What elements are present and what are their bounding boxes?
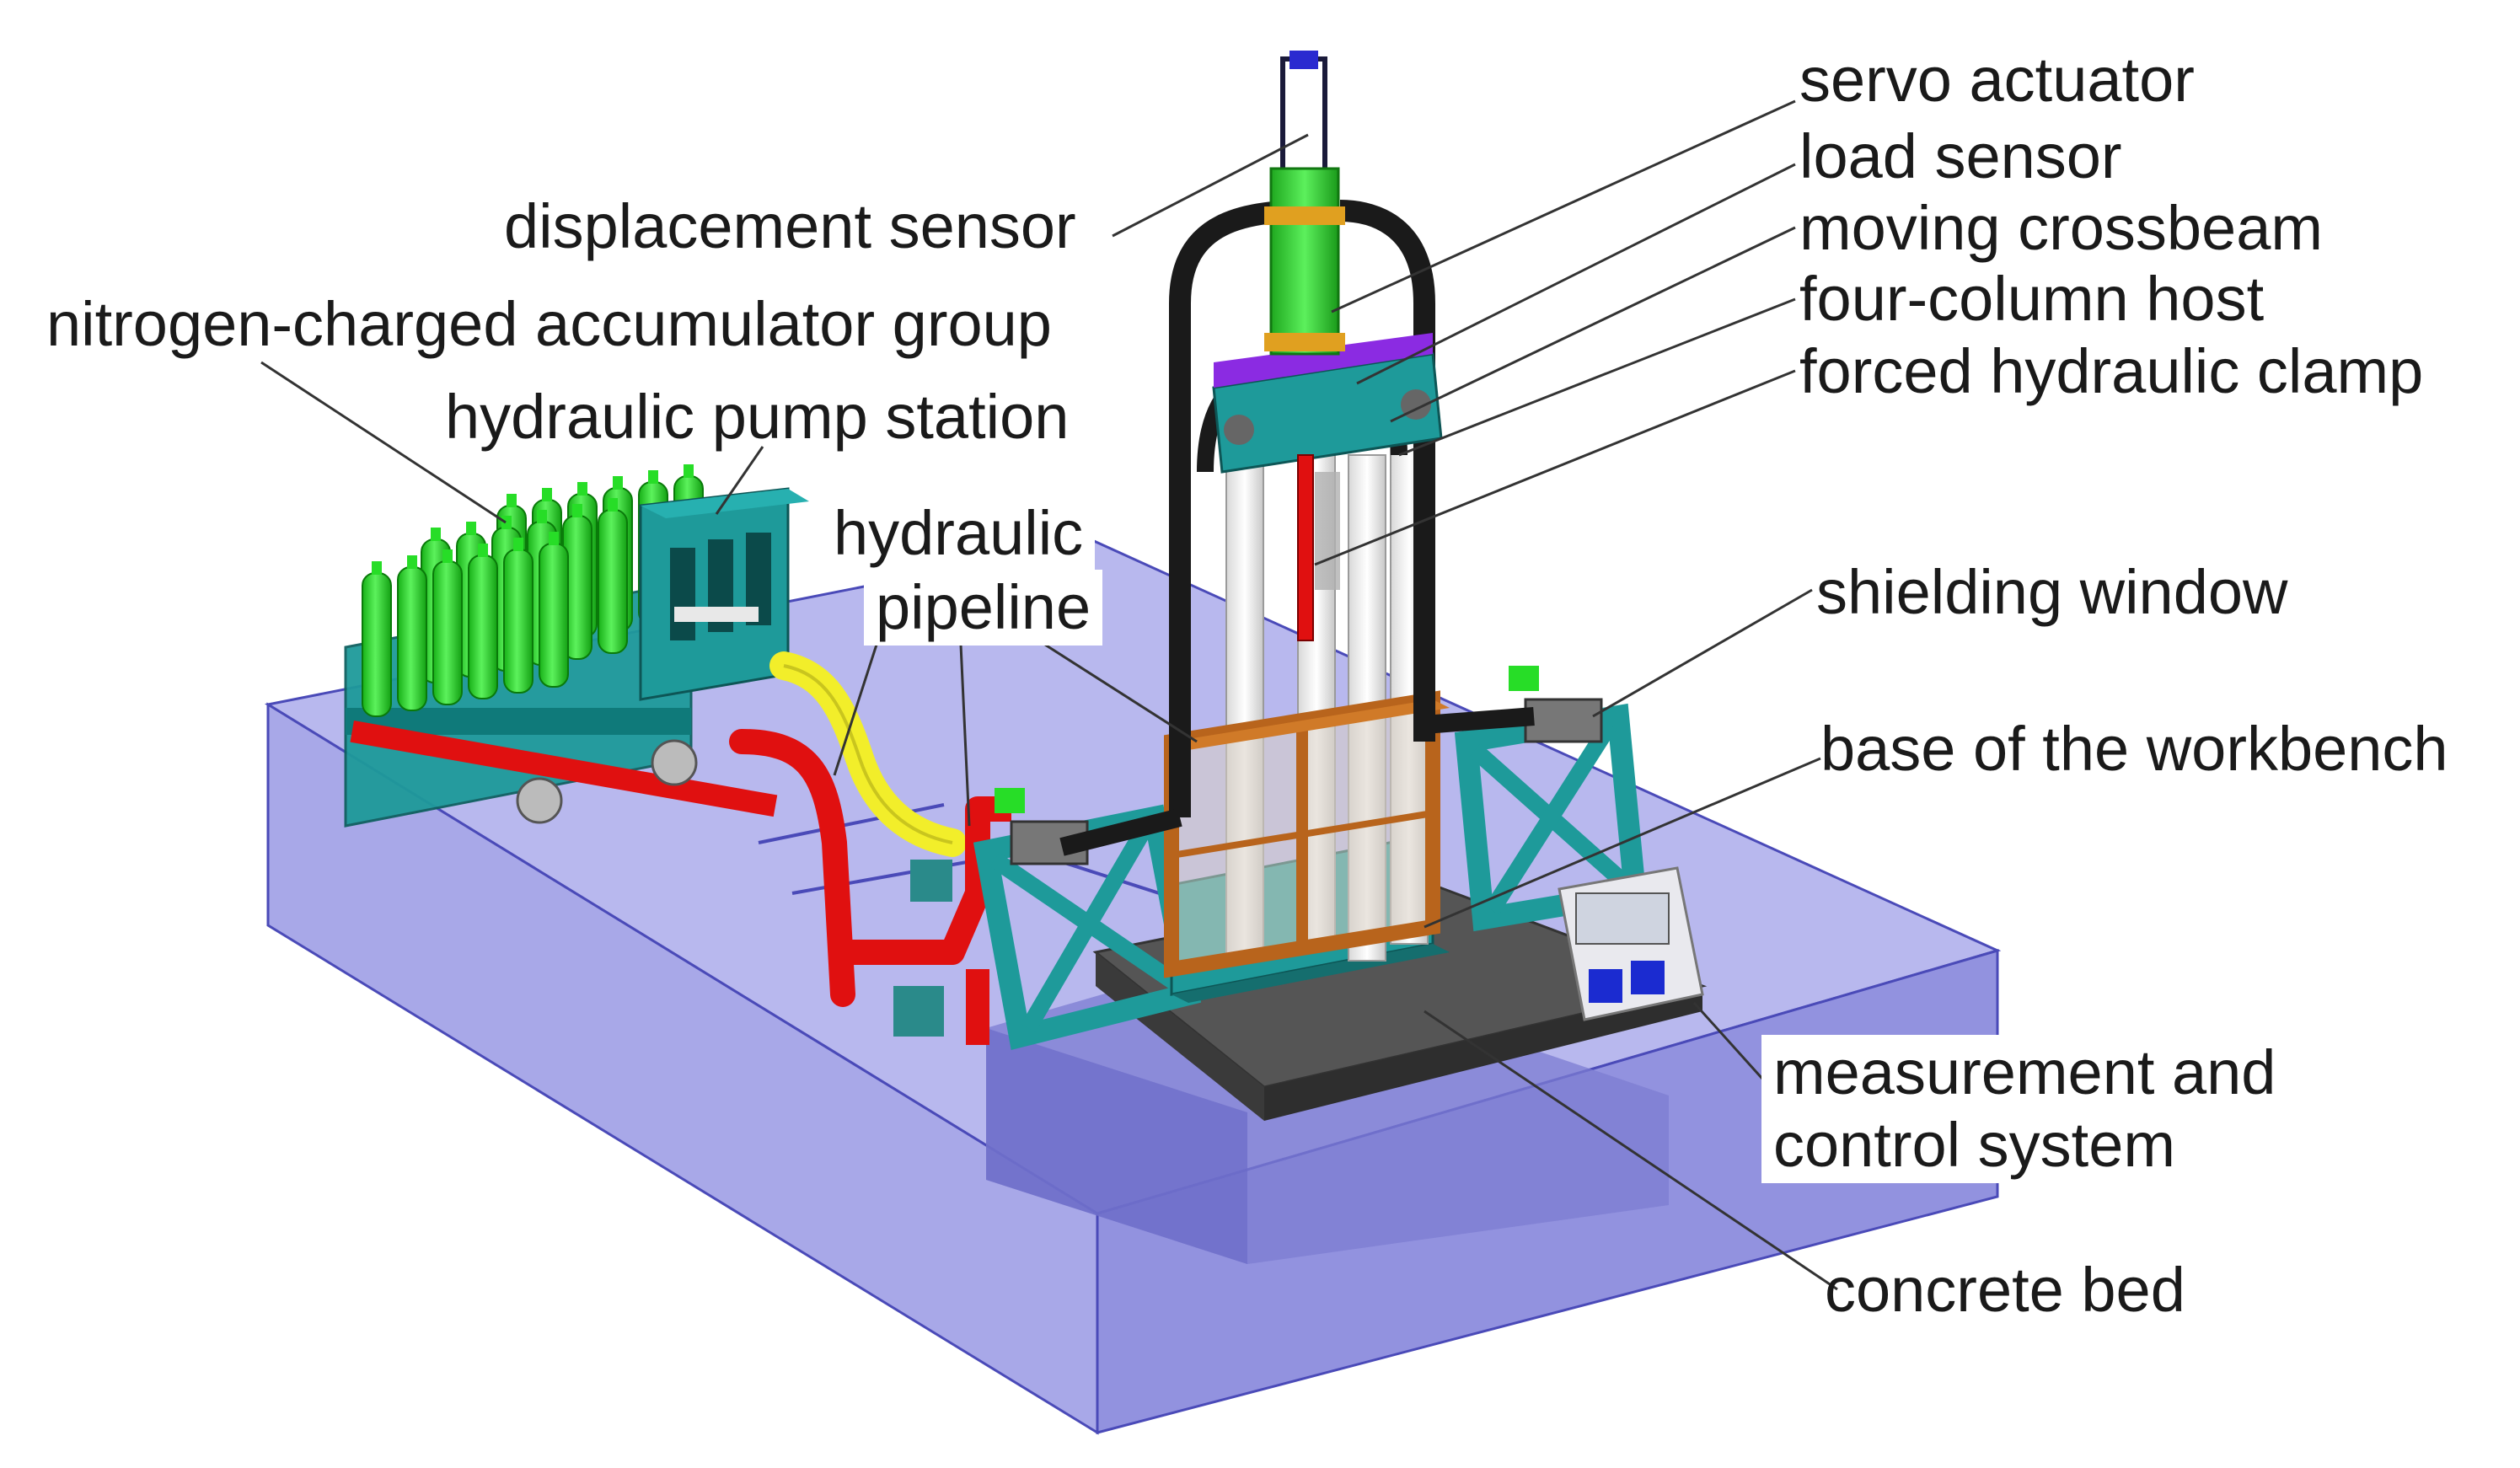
label-four-column-host: four-column host xyxy=(1799,264,2265,334)
accumulator-cylinder-cap xyxy=(542,488,552,501)
label-displacement-sensor: displacement sensor xyxy=(504,191,1076,261)
measurement-control-cabinet xyxy=(1558,866,1704,1021)
accumulator-cylinder-cap xyxy=(407,555,417,569)
accumulator-cylinder-cap xyxy=(513,538,523,551)
label-nitrogen-accumulator: nitrogen-charged accumulator group xyxy=(46,289,1052,359)
accumulator-cylinder-cap xyxy=(466,522,476,535)
accumulator-cylinder xyxy=(362,572,392,717)
moving-crossbeam xyxy=(1212,333,1443,474)
accumulator-cylinder-cap xyxy=(501,516,512,529)
accumulator-cylinder-cap xyxy=(478,544,488,557)
accumulator-cylinder-cap xyxy=(572,504,582,517)
hydraulic-pump-station xyxy=(639,487,809,701)
shielding-window-box xyxy=(1164,690,1450,978)
accumulator-cylinder xyxy=(598,509,628,654)
leader-lines xyxy=(260,99,1838,1291)
accumulator-cylinder xyxy=(468,555,498,699)
accumulator-cylinder-cap xyxy=(648,470,658,484)
label-base-of-workbench: base of the workbench xyxy=(1820,714,2448,784)
accumulator-cylinder-cap xyxy=(537,510,547,523)
accumulator-cylinder xyxy=(397,566,427,711)
label-hydraulic-pipeline-line1: hydraulic xyxy=(822,496,1096,571)
accumulator-cylinder-cap xyxy=(431,528,441,541)
label-load-sensor: load sensor xyxy=(1799,121,2122,191)
accumulator-cylinder-cap xyxy=(507,494,517,507)
accumulator-cylinder-cap xyxy=(549,532,559,545)
label-measurement-control-line2: control system xyxy=(1761,1107,2188,1183)
label-shielding-window: shielding window xyxy=(1816,557,2288,627)
right-clamp-stand xyxy=(1454,666,1648,932)
label-hydraulic-pipeline-line2: pipeline xyxy=(864,570,1103,646)
servo-actuator xyxy=(1264,51,1345,356)
accumulator-cylinder-cap xyxy=(684,464,694,478)
specimen-rod xyxy=(1297,454,1340,641)
accumulator-cylinder-cap xyxy=(442,549,453,563)
hydraulic-pipeline xyxy=(729,651,1011,1045)
accumulator-cylinder-cap xyxy=(372,561,382,575)
label-moving-crossbeam: moving crossbeam xyxy=(1799,193,2324,263)
label-measurement-control-line1: measurement and xyxy=(1761,1035,2288,1111)
accumulator-cylinder-cap xyxy=(608,498,618,512)
label-hydraulic-pump-station: hydraulic pump station xyxy=(445,382,1070,452)
label-servo-actuator: servo actuator xyxy=(1799,45,2195,115)
accumulator-cylinder xyxy=(503,549,533,694)
accumulator-cylinder-cap xyxy=(613,476,623,490)
accumulator-cylinder xyxy=(539,543,569,688)
accumulator-cylinder xyxy=(432,560,463,705)
label-concrete-bed: concrete bed xyxy=(1825,1255,2185,1325)
label-forced-hydraulic-clamp: forced hydraulic clamp xyxy=(1799,336,2424,406)
accumulator-cylinder-cap xyxy=(577,482,587,496)
